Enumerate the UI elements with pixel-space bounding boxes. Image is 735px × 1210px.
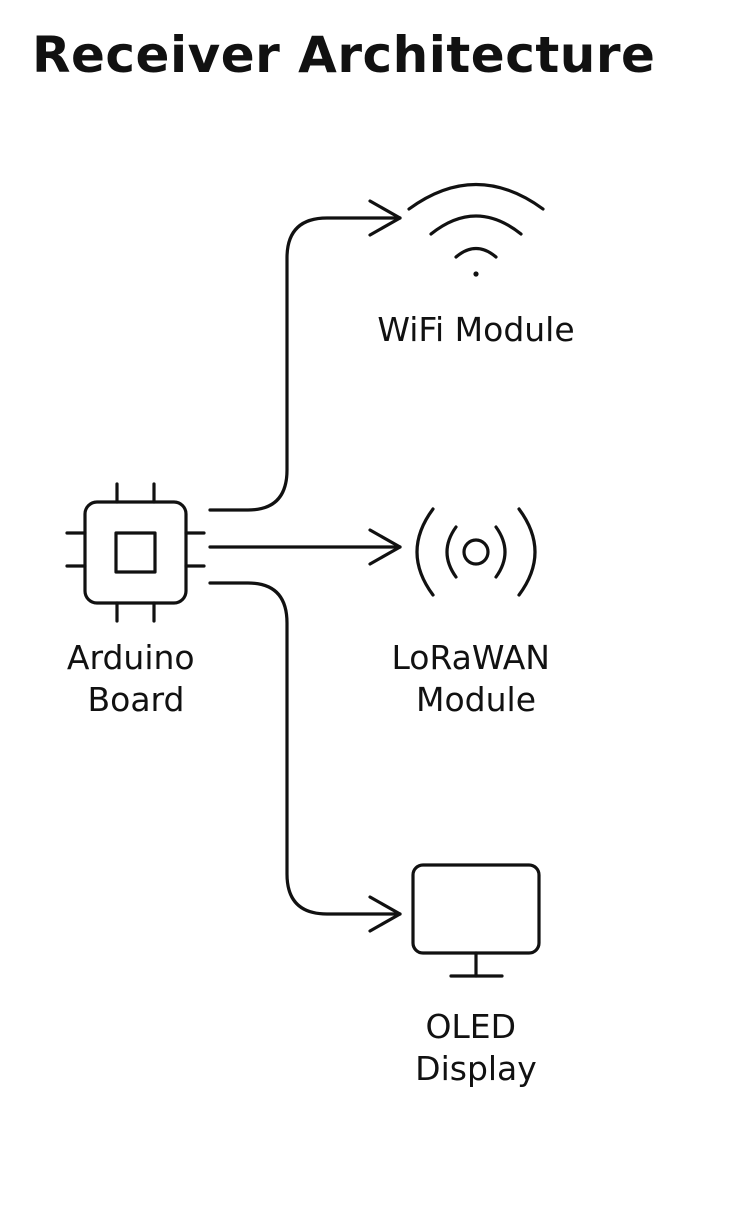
chip-icon bbox=[65, 482, 206, 623]
wifi-dot bbox=[473, 271, 479, 277]
diagram-title: Receiver Architecture bbox=[32, 26, 656, 84]
arduino-label: Arduino Board bbox=[67, 638, 205, 719]
wifi-icon bbox=[407, 183, 545, 259]
edge-arduino-to-oled bbox=[208, 581, 402, 933]
oled-label-line-1: OLED bbox=[425, 1007, 516, 1046]
radio-broadcast-icon bbox=[415, 507, 537, 597]
lorawan-label-line-1: LoRaWAN bbox=[391, 638, 550, 677]
monitor-icon bbox=[411, 863, 541, 978]
edge-arduino-to-wifi bbox=[208, 199, 402, 512]
oled-label-line-2: Display bbox=[415, 1049, 537, 1088]
edge-arduino-to-lorawan bbox=[208, 528, 402, 566]
wifi-label: WiFi Module bbox=[377, 310, 574, 349]
wifi-label-line-1: WiFi Module bbox=[377, 310, 574, 349]
oled-label: OLED Display bbox=[415, 1007, 537, 1088]
lorawan-label-line-2: Module bbox=[416, 680, 536, 719]
arduino-label-line-1: Arduino bbox=[67, 638, 195, 677]
arduino-label-line-2: Board bbox=[88, 680, 185, 719]
lorawan-label: LoRaWAN Module bbox=[391, 638, 560, 719]
